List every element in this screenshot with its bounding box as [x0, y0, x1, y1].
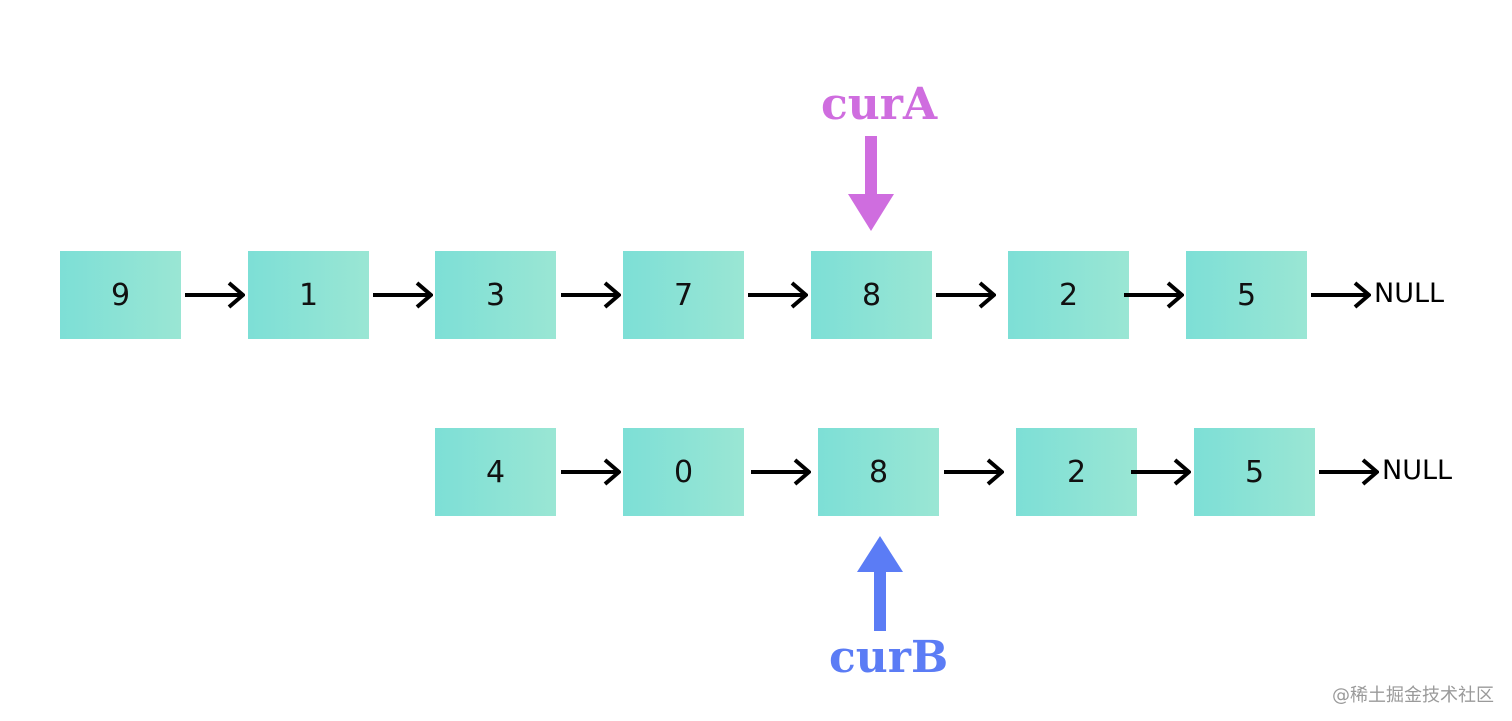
cura-label: curA: [821, 79, 938, 130]
list-b-node-intersection: 8: [818, 428, 939, 516]
list-a-node-intersection: 8: [811, 251, 932, 339]
list-b-node: 4: [435, 428, 556, 516]
list-a-node: 3: [435, 251, 556, 339]
list-b-next-arrow: [751, 457, 811, 487]
list-b-null-label: NULL: [1382, 455, 1453, 486]
list-a-tail-arrow: [1311, 280, 1371, 310]
list-a-node: 5: [1186, 251, 1307, 339]
list-a-next-arrow: [561, 280, 621, 310]
list-b-tail-arrow: [1319, 457, 1379, 487]
curb-label: curB: [829, 632, 949, 683]
list-a-next-arrow: [936, 280, 996, 310]
list-a-node: 1: [248, 251, 369, 339]
list-a-next-arrow: [748, 280, 808, 310]
curb-up-arrow-icon: [857, 536, 903, 631]
list-b-next-arrow: [561, 457, 621, 487]
list-b-node: 2: [1016, 428, 1137, 516]
watermark: @稀土掘金技术社区: [1332, 685, 1494, 706]
list-a-node: 9: [60, 251, 181, 339]
list-b-next-arrow: [944, 457, 1004, 487]
cura-down-arrow-icon: [848, 136, 894, 231]
list-a-null-label: NULL: [1374, 278, 1445, 309]
list-a-next-arrow: [185, 280, 245, 310]
list-a-node: 7: [623, 251, 744, 339]
list-b-node: 5: [1194, 428, 1315, 516]
list-a-node: 2: [1008, 251, 1129, 339]
list-b-node: 0: [623, 428, 744, 516]
list-a-next-arrow: [1124, 280, 1184, 310]
list-b-next-arrow: [1131, 457, 1191, 487]
list-a-next-arrow: [373, 280, 433, 310]
